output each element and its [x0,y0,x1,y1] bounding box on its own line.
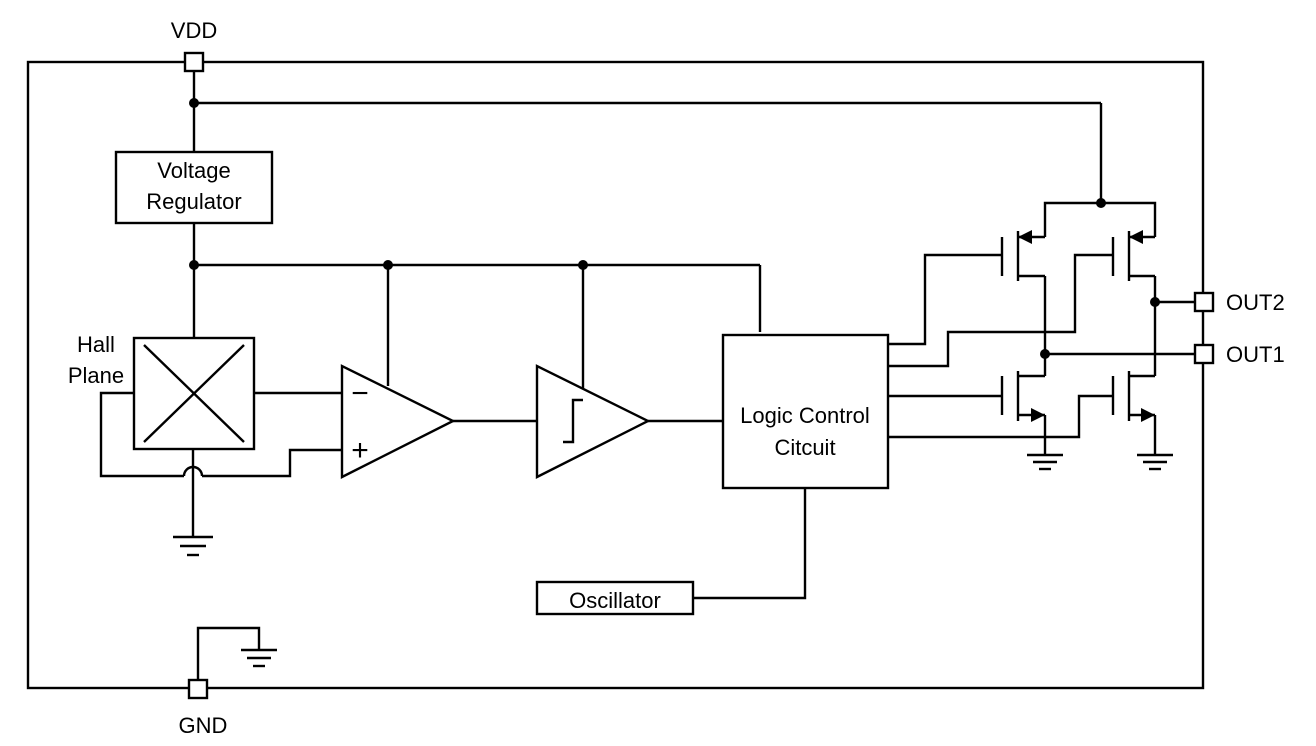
nmos-right [1111,371,1155,422]
logic-control-label-line1: Logic Control [740,403,870,428]
regulated-supply-bus [189,223,762,395]
ground-symbol [1027,453,1063,471]
out2-label: OUT2 [1226,290,1285,315]
logic-control-block [721,333,890,490]
output-stage [1000,198,1195,471]
logic-control-label-line2: Citcuit [774,435,835,460]
vdd-bus [189,70,1103,203]
oscillator-wire [693,488,807,600]
vdd-label: VDD [171,18,217,43]
pmos-left [1000,230,1045,281]
gnd-label: GND [179,713,228,738]
out2-pin [1193,291,1215,313]
gnd-pin [187,678,209,700]
hall-plane-label-line2: Plane [68,363,124,388]
gate-drive-wires [888,253,1113,439]
nmos-left [1000,371,1045,422]
hysteresis-icon [563,398,583,444]
chip-outline [26,60,1205,690]
ground-symbol [173,535,213,557]
out1-pin [1193,343,1215,365]
vdd-pin [183,51,205,73]
hall-plane-label-line1: Hall [77,332,115,357]
voltage-regulator-label-line2: Regulator [146,189,241,214]
amplifier [340,364,456,479]
voltage-regulator-block [114,150,274,225]
oscillator-label: Oscillator [569,588,661,613]
schmitt-trigger [535,364,651,479]
out1-label: OUT1 [1226,342,1285,367]
amplifier-plus: + [351,434,369,467]
pmos-right [1111,230,1155,281]
amplifier-minus: − [351,377,369,410]
hall-plane-wiring [99,391,342,536]
voltage-regulator-label-line1: Voltage [157,158,230,183]
gnd-wiring [196,626,277,680]
ground-symbol [1137,453,1173,471]
